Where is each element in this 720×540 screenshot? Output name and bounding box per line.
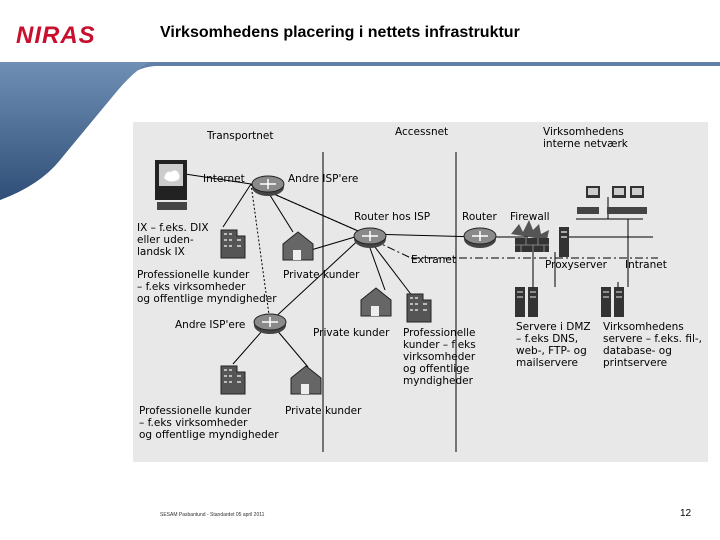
network-diagram: Transportnet Accessnet Virksomhedens int… [133, 122, 708, 462]
label-accessnet: Accessnet [395, 126, 448, 138]
workstation-icon-2 [607, 186, 629, 214]
label-company-servers-line2: servere – f.eks. fil-, [603, 333, 702, 345]
label-proxyserver: Proxyserver [545, 259, 608, 271]
niras-logo: NIRAS [16, 22, 96, 49]
label-internet: Internet [203, 173, 245, 185]
router-icon-internet [251, 175, 285, 196]
label-interne-netvaerk: interne netværk [543, 138, 629, 150]
workstation-icon-3 [625, 186, 647, 214]
house-icon-mid [360, 287, 392, 317]
label-prof-bottom-line2: – f.eks virksomheder [139, 417, 248, 429]
page-number: 12 [680, 508, 692, 519]
label-private-mid: Private kunder [313, 327, 390, 339]
label-router: Router [462, 211, 497, 223]
dmz-server-icon [515, 287, 538, 317]
company-server-icon [601, 287, 624, 317]
label-dmz-line3: web-, FTP- og [516, 345, 587, 357]
label-transportnet: Transportnet [206, 130, 274, 142]
workstation-icon-1 [577, 186, 600, 214]
label-extranet: Extranet [411, 254, 456, 266]
label-company-servers-line3: database- og [603, 345, 672, 357]
house-icon-bottom [290, 365, 322, 395]
label-private-top: Private kunder [283, 269, 360, 281]
firewall-icon [511, 220, 549, 252]
label-prof-top-line3: og offentlige myndigheder [137, 293, 277, 305]
label-andre-isp-top: Andre ISP'ere [288, 173, 358, 185]
office-building-icon-bottom [220, 365, 246, 395]
internet-computer-icon [155, 160, 187, 210]
label-dmz-line4: mailservere [516, 357, 578, 369]
label-prof-mid-line1: Professionelle [403, 327, 476, 339]
label-dmz-line2: – f.eks DNS, [516, 333, 578, 345]
label-firewall: Firewall [510, 211, 550, 223]
label-prof-mid-line4: og offentlige [403, 363, 469, 375]
office-building-icon-mid [406, 293, 432, 323]
label-prof-top-line1: Professionelle kunder [137, 269, 250, 281]
footer-text: SESAM Pasbantund - Standardet 05 april 2… [160, 512, 265, 518]
label-company-servers-line4: printservere [603, 357, 667, 369]
label-ix-line2: eller uden- [137, 234, 194, 246]
label-prof-mid-line2: kunder – f.eks [403, 339, 476, 351]
label-intranet: Intranet [625, 259, 667, 271]
label-andre-isp-bottom: Andre ISP'ere [175, 319, 245, 331]
router-icon-andre-isp [253, 313, 287, 334]
house-icon-top [282, 231, 314, 261]
label-router-isp: Router hos ISP [354, 211, 430, 223]
label-ix-line1: IX – f.eks. DIX [137, 222, 209, 234]
label-prof-mid-line5: myndigheder [403, 375, 474, 387]
label-company-servers-line1: Virksomhedens [603, 321, 684, 333]
label-prof-mid-line3: virksomheder [403, 351, 476, 363]
label-dmz-line1: Servere i DMZ [516, 321, 591, 333]
label-private-bottom: Private kunder [285, 405, 362, 417]
label-virksomhedens: Virksomhedens [543, 126, 624, 138]
diagram-background [133, 122, 708, 462]
proxy-server-icon [559, 227, 569, 257]
label-prof-bottom-line1: Professionelle kunder [139, 405, 252, 417]
router-icon-isp [353, 227, 387, 248]
office-building-icon-top [220, 229, 246, 259]
slide-title: Virksomhedens placering i nettets infras… [160, 24, 520, 41]
router-icon-company [463, 227, 497, 248]
label-ix-line3: landsk IX [137, 246, 185, 258]
label-prof-bottom-line3: og offentlige myndigheder [139, 429, 279, 441]
label-prof-top-line2: – f.eks virksomheder [137, 281, 246, 293]
